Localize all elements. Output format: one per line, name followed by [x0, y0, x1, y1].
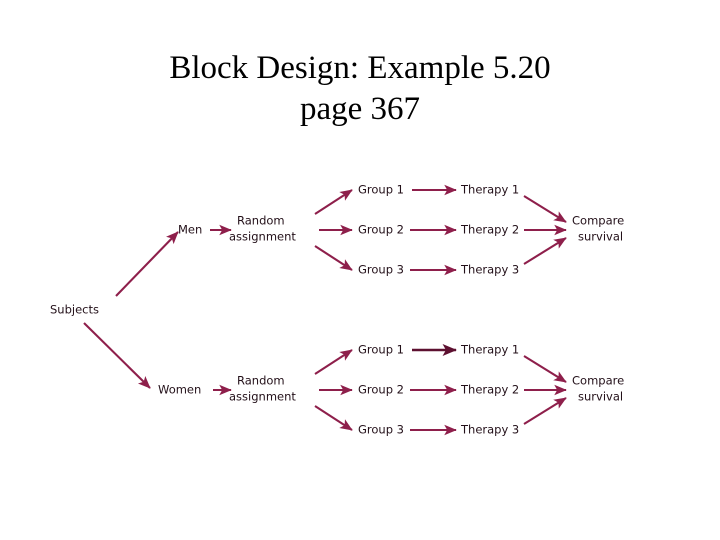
edge-subjects-to-women [83, 322, 151, 389]
node-women-group-2: Group 2 [358, 383, 404, 397]
node-women: Women [158, 383, 201, 397]
edge-men-random-to-group-3 [314, 245, 353, 271]
node-random-assignment-women-line2: assignment [229, 390, 296, 404]
node-women-group-1: Group 1 [358, 343, 404, 357]
node-women-compare-line2: survival [578, 390, 623, 404]
node-men-compare-line2: survival [578, 230, 623, 244]
edge-subjects-to-men [115, 231, 179, 297]
node-men-group-3: Group 3 [358, 263, 404, 277]
edge-men-therapy-3-to-compare [523, 237, 567, 265]
node-women-group-3: Group 3 [358, 423, 404, 437]
node-men: Men [178, 223, 202, 237]
node-random-assignment-men-line2: assignment [229, 230, 296, 244]
node-women-compare-line1: Compare [572, 374, 624, 388]
edge-women-therapy-3-to-compare [523, 397, 567, 425]
node-men-therapy-2: Therapy 2 [460, 223, 519, 237]
edge-women-random-to-group-1 [314, 349, 353, 375]
edge-women-therapy-1-to-compare [523, 355, 567, 383]
node-men-compare-line1: Compare [572, 214, 624, 228]
node-subjects: Subjects [50, 303, 99, 317]
node-men-group-2: Group 2 [358, 223, 404, 237]
edge-men-random-to-group-1 [314, 189, 353, 215]
node-men-group-1: Group 1 [358, 183, 404, 197]
node-men-therapy-1: Therapy 1 [460, 183, 519, 197]
node-men-therapy-3: Therapy 3 [460, 263, 519, 277]
node-women-therapy-3: Therapy 3 [460, 423, 519, 437]
flow-diagram-svg: Subjects Men Random assignment Group 1 G… [50, 183, 624, 437]
page-title: Block Design: Example 5.20 page 367 [169, 50, 551, 127]
edge-women-random-to-group-3 [314, 405, 353, 431]
node-random-assignment-men-line1: Random [237, 214, 285, 228]
edge-men-therapy-1-to-compare [523, 195, 567, 223]
block-design-diagram: Subjects Men Random assignment Group 1 G… [0, 160, 720, 460]
node-women-therapy-1: Therapy 1 [460, 343, 519, 357]
node-women-therapy-2: Therapy 2 [460, 383, 519, 397]
node-random-assignment-women-line1: Random [237, 374, 285, 388]
